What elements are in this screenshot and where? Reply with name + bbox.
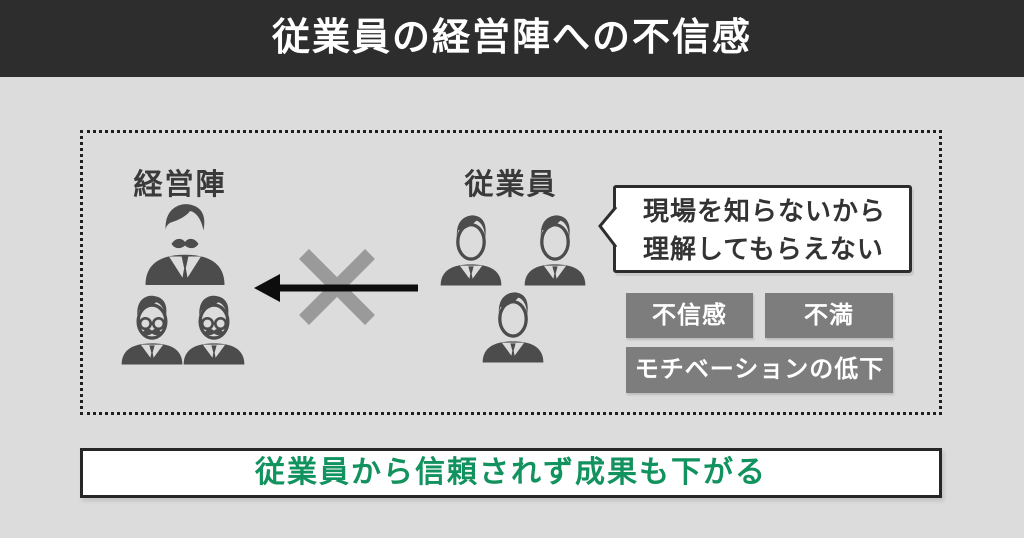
arrow-left-icon: [254, 274, 418, 302]
badge-dissatisfaction: 不満: [765, 293, 893, 338]
badge-motivation-drop: モチベーションの低下: [626, 347, 893, 393]
employees-label: 従業員: [464, 169, 558, 201]
badge-distrust: 不信感: [626, 293, 753, 338]
boss-icon: [143, 201, 227, 285]
employee-icon: [480, 283, 546, 368]
page-title: 従業員の経営陣への不信感: [271, 17, 752, 59]
speech-bubble-tail-icon: [598, 206, 618, 248]
management-label: 経営陣: [133, 169, 227, 201]
title-bar: 従業員の経営陣への不信感: [0, 0, 1024, 77]
blocked-arrow: [254, 249, 418, 325]
employee-icon: [438, 208, 504, 289]
bubble-line-2: 理解してもらえない: [643, 234, 884, 264]
employee-icon: [522, 208, 588, 289]
speech-bubble: 現場を知らないから 理解してもらえない: [598, 185, 912, 273]
conclusion-text: 従業員から信頼されず成果も下がる: [255, 456, 767, 489]
conclusion-bar: 従業員から信頼されず成果も下がる: [80, 448, 942, 498]
problem-box: [80, 130, 942, 415]
manager-icon: [119, 286, 185, 369]
manager-icon: [181, 286, 247, 369]
diagram-area: 経営陣 従業員: [0, 77, 1024, 538]
bubble-line-1: 現場を知らないから: [643, 196, 887, 226]
